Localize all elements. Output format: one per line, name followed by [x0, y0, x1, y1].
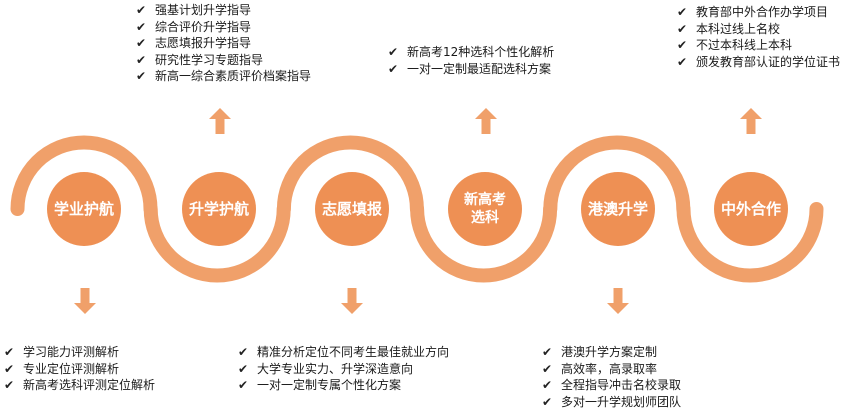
- wave-arc: [543, 135, 691, 216]
- arrow-down-icon: [607, 288, 629, 314]
- list-xueye-huhang: ✔学习能力评测解析 ✔专业定位评测解析 ✔新高考选科评测定位解析: [4, 344, 155, 394]
- list-zhiyuan-tianbao: ✔精准分析定位不同考生最佳就业方向 ✔大学专业实力、升学深造意向 ✔一对一定制专…: [238, 344, 449, 394]
- checkmark-icon: ✔: [4, 378, 15, 392]
- node-gangao-shengxue[interactable]: 港澳升学: [581, 172, 655, 246]
- node-label: 学业护航: [53, 199, 114, 218]
- arrow-up-icon: [209, 108, 231, 134]
- list-gangao-shengxue: ✔港澳升学方案定制 ✔高效率，高录取率 ✔全程指导冲击名校录取 ✔多对一升学规划…: [542, 344, 681, 410]
- list-item: ✔新高考12种选科个性化解析: [388, 45, 555, 59]
- node-zhongwai-hezuo[interactable]: 中外合作: [714, 172, 788, 246]
- checkmark-icon: ✔: [4, 361, 15, 376]
- list-item: ✔精准分析定位不同考生最佳就业方向: [238, 345, 450, 359]
- list-item: ✔一对一定制最适配选科方案: [388, 61, 552, 76]
- checkmark-icon: ✔: [677, 21, 688, 36]
- checkmark-icon: ✔: [136, 19, 147, 34]
- checkmark-icon: ✔: [677, 5, 688, 19]
- node-label: 升学护航: [188, 199, 249, 218]
- wave-arc: [143, 202, 291, 283]
- list-item: ✔专业定位评测解析: [4, 361, 120, 376]
- node-label: 志愿填报: [321, 199, 382, 218]
- checkmark-icon: ✔: [136, 52, 147, 67]
- wave-arc: [676, 202, 824, 283]
- list-item: ✔颁发教育部认证的学位证书: [677, 54, 841, 69]
- checkmark-icon: ✔: [677, 54, 688, 69]
- node-shengxue-huhang[interactable]: 升学护航: [182, 172, 256, 246]
- checkmark-icon: ✔: [388, 45, 399, 59]
- list-item: ✔研究性学习专题指导: [136, 52, 264, 67]
- list-item: ✔学习能力评测解析: [4, 345, 120, 359]
- list-shengxue-huhang: ✔强基计划升学指导 ✔综合评价升学指导 ✔志愿填报升学指导 ✔研究性学习专题指导…: [136, 2, 311, 85]
- arrow-up-icon: [740, 108, 762, 134]
- node-label-line1: 新高考: [464, 192, 506, 208]
- list-zhongwai-hezuo: ✔教育部中外合作办学项目 ✔本科过线上名校 ✔不过本科线上本科 ✔颁发教育部认证…: [677, 4, 840, 70]
- node-label-line2: 选科: [471, 210, 499, 226]
- list-item: ✔港澳升学方案定制: [542, 345, 658, 359]
- list-xingaokao-xuanke: ✔新高考12种选科个性化解析 ✔一对一定制最适配选科方案: [388, 44, 554, 77]
- checkmark-icon: ✔: [388, 61, 399, 76]
- checkmark-icon: ✔: [136, 36, 147, 50]
- wave-arc: [276, 135, 424, 216]
- checkmark-icon: ✔: [542, 394, 553, 409]
- node-zhiyuan-tianbao[interactable]: 志愿填报: [315, 172, 389, 246]
- checkmark-icon: ✔: [238, 345, 249, 359]
- checkmark-icon: ✔: [542, 378, 553, 392]
- checkmark-icon: ✔: [238, 378, 249, 392]
- list-item: ✔新高考选科评测定位解析: [4, 378, 156, 392]
- arrow-down-icon: [341, 288, 363, 314]
- node-xueye-huhang[interactable]: 学业护航: [47, 172, 121, 246]
- list-item: ✔综合评价升学指导: [136, 19, 252, 34]
- list-item: ✔志愿填报升学指导: [136, 36, 252, 50]
- checkmark-icon: ✔: [677, 38, 688, 52]
- list-item: ✔一对一定制专属个性化方案: [238, 378, 402, 392]
- list-item: ✔高效率，高录取率: [542, 361, 658, 376]
- wave-arc: [10, 135, 158, 216]
- wave-arc: [410, 202, 558, 283]
- node-label: 中外合作: [720, 199, 781, 218]
- checkmark-icon: ✔: [136, 69, 147, 83]
- node-label: 港澳升学: [587, 199, 648, 218]
- list-item: ✔新高一综合素质评价档案指导: [136, 69, 312, 83]
- list-item: ✔强基计划升学指导: [136, 3, 252, 17]
- checkmark-icon: ✔: [238, 361, 249, 376]
- checkmark-icon: ✔: [4, 345, 15, 359]
- list-item: ✔不过本科线上本科: [677, 38, 793, 52]
- list-item: ✔本科过线上名校: [677, 21, 781, 36]
- arrow-down-icon: [74, 288, 96, 314]
- node-xingaokao-xuanke[interactable]: 新高考 选科: [448, 172, 522, 246]
- checkmark-icon: ✔: [136, 3, 147, 17]
- list-item: ✔教育部中外合作办学项目: [677, 5, 829, 19]
- list-item: ✔全程指导冲击名校录取: [542, 378, 682, 392]
- checkmark-icon: ✔: [542, 345, 553, 359]
- arrow-up-icon: [475, 108, 497, 134]
- list-item: ✔多对一升学规划师团队: [542, 394, 682, 409]
- checkmark-icon: ✔: [542, 361, 553, 376]
- list-item: ✔大学专业实力、升学深造意向: [238, 361, 414, 376]
